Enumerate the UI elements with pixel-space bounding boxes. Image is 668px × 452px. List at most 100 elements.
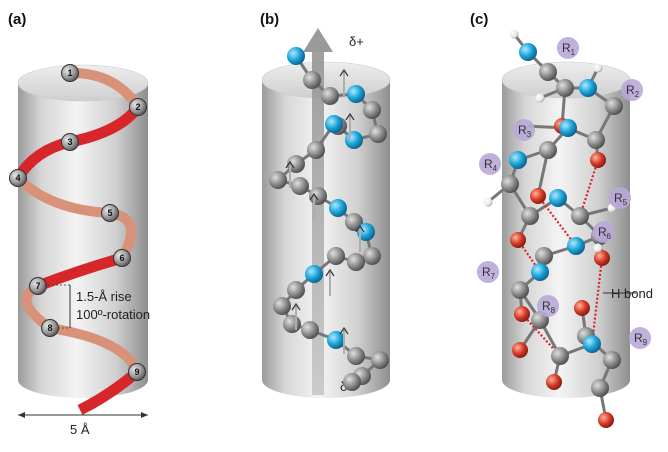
peptide-dipole-arrowhead	[325, 268, 335, 277]
carbon-atom	[327, 247, 345, 265]
r-group-bubble	[479, 153, 501, 175]
carbon-atom	[603, 351, 621, 369]
oxygen-atom	[590, 152, 606, 168]
carbon-atom	[539, 63, 557, 81]
r-group-bubble	[609, 187, 631, 209]
oxygen-atom	[594, 250, 610, 266]
carbon-atom	[587, 131, 605, 149]
nitrogen-atom	[287, 47, 305, 65]
carbon-atom	[571, 207, 589, 225]
nitrogen-atom	[347, 85, 365, 103]
hydrogen-atom	[593, 63, 603, 73]
r-group-label: R6	[598, 225, 612, 241]
peptide-dipole-arrows	[285, 68, 365, 354]
r-group-bubble	[621, 79, 643, 101]
r-group-bubble	[557, 37, 579, 59]
carbon-atom	[521, 207, 539, 225]
carbon-atom	[291, 177, 309, 195]
oxygen-atom	[574, 300, 590, 316]
carbon-atom	[287, 155, 305, 173]
peptide-dipole-arrowhead	[291, 302, 301, 311]
residue-number: 8	[47, 323, 52, 333]
backbone-atoms	[269, 47, 389, 391]
panel-b: δ+ δ−	[261, 28, 391, 398]
nitrogen-atom	[329, 199, 347, 217]
oxygen-atom	[510, 232, 526, 248]
helix-ribbon-segment	[14, 174, 111, 218]
dipole-positive-label: δ+	[349, 34, 364, 49]
carbon-atom	[343, 373, 361, 391]
carbon-atom	[345, 213, 363, 231]
carbon-atom	[347, 347, 365, 365]
residue-number: 2	[135, 102, 140, 112]
r-group-label: R4	[484, 157, 498, 173]
carbon-atom	[301, 321, 319, 339]
peptide-dipole-arrowhead	[355, 224, 365, 233]
nitrogen-atom	[519, 43, 537, 61]
hydrogen-atom	[593, 243, 603, 253]
carbon-atom	[273, 297, 291, 315]
carbon-atom	[309, 187, 327, 205]
peptide-dipole-arrowhead	[309, 192, 319, 201]
nitrogen-atom	[559, 119, 577, 137]
r-group-label: R5	[614, 191, 628, 207]
carbon-atom	[556, 79, 574, 97]
residue-number: 5	[107, 208, 112, 218]
residue-number: 3	[67, 137, 72, 147]
nitrogen-atom	[567, 237, 585, 255]
residue-marker	[129, 98, 147, 116]
carbon-atom	[501, 175, 519, 193]
carbon-atom	[307, 141, 325, 159]
r-group-label: R9	[634, 331, 648, 347]
nitrogen-atom	[531, 263, 549, 281]
carbon-atom	[321, 87, 339, 105]
nitrogen-atom	[579, 79, 597, 97]
residue-marker	[61, 133, 79, 151]
r-group-bubble	[629, 327, 651, 349]
nitrogen-atom	[549, 189, 567, 207]
panel-b-label: (b)	[260, 11, 279, 28]
peptide-dipole-arrowhead	[339, 326, 349, 335]
panel-a-label: (a)	[8, 11, 26, 28]
r-group-label: R8	[542, 299, 556, 315]
peptide-dipole-arrowhead	[285, 160, 295, 169]
residue-number: 4	[15, 173, 20, 183]
hydrogen-bond	[521, 313, 561, 357]
carbon-atom	[371, 351, 389, 369]
oxygen-atom	[530, 188, 546, 204]
residue-number: 6	[119, 253, 124, 263]
rise-label: 1.5-Å rise	[76, 289, 132, 304]
carbon-atom	[535, 247, 553, 265]
carbon-atom	[591, 379, 609, 397]
peptide-dipole-arrowhead	[339, 68, 349, 77]
residue-marker	[29, 277, 47, 295]
r-group-label: R2	[626, 83, 640, 99]
hydrogen-atom	[535, 93, 545, 103]
r-group-label: R3	[518, 123, 532, 139]
carbon-atom	[347, 253, 365, 271]
cylinder-b	[261, 61, 391, 398]
residue-number: 1	[67, 68, 72, 78]
carbon-atom	[551, 347, 569, 365]
r-group-label: R1	[562, 41, 576, 57]
r-group-bubble	[593, 221, 615, 243]
hydrogen-bond	[537, 195, 577, 247]
carbon-atom	[283, 315, 301, 333]
residue-number: 7	[35, 281, 40, 291]
carbon-atom	[369, 125, 387, 143]
oxygen-atom	[514, 306, 530, 322]
nitrogen-atom	[305, 265, 323, 283]
residue-marker	[9, 169, 27, 187]
nitrogen-atom	[509, 151, 527, 169]
carbon-atom	[539, 141, 557, 159]
hydrogen-atom	[483, 197, 493, 207]
carbon-atom	[287, 281, 305, 299]
residue-marker	[128, 363, 146, 381]
carbon-atom	[363, 101, 381, 119]
hydrogen-bond	[590, 257, 604, 345]
residue-marker	[101, 204, 119, 222]
